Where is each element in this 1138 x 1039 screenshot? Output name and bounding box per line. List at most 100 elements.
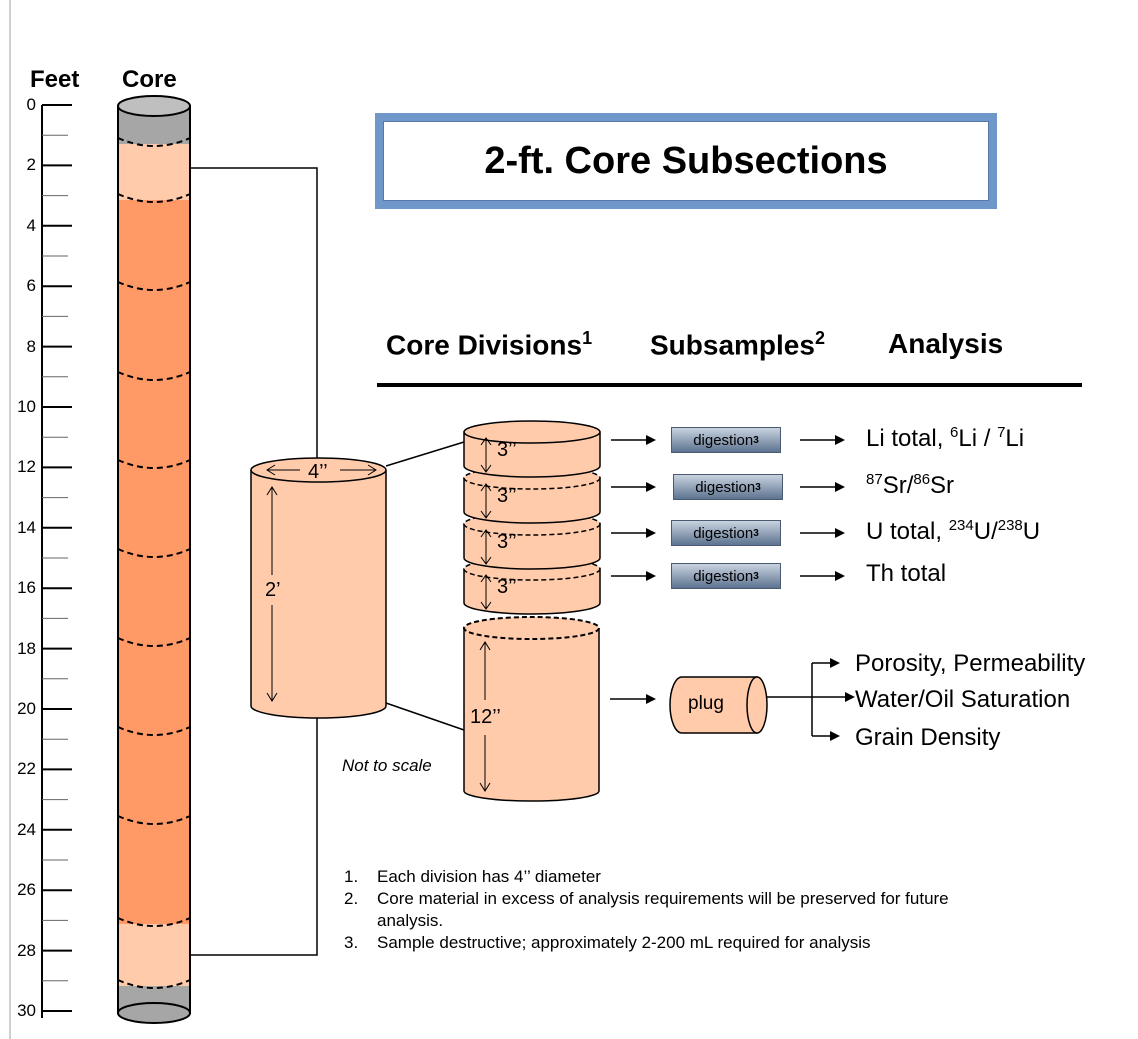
section-top: [463, 616, 600, 640]
depth-label: 6: [26, 276, 36, 296]
footnote-2-text: Core material in excess of analysis requ…: [377, 889, 949, 908]
isotope-mass: 238: [997, 517, 1023, 534]
core-light-top: [119, 144, 189, 200]
footnote-3-text: Sample destructive; approximately 2-200 …: [377, 933, 871, 952]
feet-header: Feet: [30, 66, 80, 93]
digestion-label: digestion: [693, 567, 754, 585]
depth-label: 22: [17, 759, 36, 779]
digestion-sup: 3: [755, 481, 761, 493]
header-core-divisions: Core Divisions1: [386, 328, 592, 361]
result-text: U: [1022, 518, 1041, 545]
section-body: [464, 628, 599, 791]
depth-label: 28: [17, 940, 36, 960]
isotope-mass: 86: [913, 471, 931, 488]
digestion-to-result-arrow-head: [835, 435, 845, 445]
disc-label: 3’’: [497, 576, 517, 598]
disc-body: [463, 523, 601, 570]
page-title: 2-ft. Core Subsections: [484, 139, 888, 182]
connector-to-discs: [385, 441, 465, 467]
footnote-1-text: Each division has 4’’ diameter: [377, 867, 601, 886]
plug-result-saturation: Water/Oil Saturation: [855, 686, 1071, 713]
twelve-inch-cylinder: [463, 616, 600, 802]
disc-arrowhead: [480, 601, 492, 610]
diameter-label: 4’’: [308, 461, 328, 483]
disc-arrowhead: [480, 437, 492, 446]
title-inner: 2-ft. Core Subsections: [383, 121, 989, 201]
depth-label: 12: [17, 457, 36, 477]
section-to-plug-arrow-head: [646, 694, 656, 704]
result-text: Th total: [866, 560, 947, 587]
depth-label: 8: [26, 336, 36, 356]
digestion-to-result-arrow-head: [835, 528, 845, 538]
length-arrowhead-top: [266, 486, 278, 496]
footnote-2-num: 2.: [344, 889, 359, 908]
header-subsamples-text: Subsamples: [650, 329, 815, 361]
depth-label: 30: [17, 1001, 36, 1020]
disc-to-digestion-arrow-head: [646, 571, 656, 581]
plug-body: [669, 676, 758, 734]
disc-label: 3’’: [497, 531, 517, 553]
depth-label: 2: [26, 155, 36, 175]
header-core-divisions-text: Core Divisions: [386, 329, 583, 361]
length-arrowhead-bottom: [266, 692, 278, 702]
disc-label: 3’’: [497, 485, 517, 507]
result-text: Li total,: [866, 425, 951, 452]
disc-arrowhead: [480, 483, 492, 492]
result-text: Sr/: [882, 472, 914, 499]
footnote-3-num: 3.: [344, 933, 359, 952]
digestion-label: digestion: [693, 524, 754, 542]
cylinder-bottom: [250, 705, 387, 719]
digestion-label: digestion: [693, 431, 754, 449]
connector-to-plug-section: [385, 702, 465, 731]
analysis-result: Th total: [866, 560, 946, 588]
analysis-result: Li total, 6Li / 7Li: [866, 424, 1024, 453]
flow-arrows: [610, 435, 845, 704]
plug-branch-arrows: [767, 658, 855, 741]
diameter-arrowhead-right: [367, 464, 377, 476]
result-text: U/: [973, 518, 998, 545]
depth-label: 26: [17, 880, 36, 900]
result-text: U total,: [866, 518, 949, 545]
digestion-to-result-arrow-head: [835, 571, 845, 581]
analysis-result: 87Sr/86Sr: [866, 471, 954, 500]
disc-label: 3’’: [497, 439, 517, 461]
result-text: Li /: [958, 425, 998, 452]
digestion-to-result-arrow-head: [835, 482, 845, 492]
isotope-mass: 234: [948, 517, 974, 534]
disc-arrowhead: [480, 574, 492, 583]
header-core-divisions-sup: 1: [582, 328, 593, 348]
disc-to-digestion-arrow-head: [646, 528, 656, 538]
section-arrowhead-bottom: [479, 782, 491, 792]
footnotes: 1. Each division has 4’’ diameter 2. Core …: [344, 866, 949, 954]
disc-stack: [463, 420, 601, 615]
disc-to-digestion-arrow-head: [646, 435, 656, 445]
depth-label: 10: [17, 397, 36, 416]
title-box: 2-ft. Core Subsections: [375, 113, 997, 209]
core-column: [117, 95, 191, 1024]
disc-body: [463, 431, 601, 478]
footnote-1: 1. Each division has 4’’ diameter: [344, 866, 949, 888]
footnote-2-cont: analysis.: [344, 910, 949, 932]
length-label: 2’: [265, 579, 281, 601]
bracket-connector-bottom: [190, 718, 318, 956]
core-bottom-ellipse: [117, 1002, 191, 1024]
isotope-mass: 7: [997, 424, 1006, 441]
core-body: [117, 105, 191, 1014]
depth-label: 14: [17, 517, 36, 537]
disc-to-digestion-arrow-head: [646, 482, 656, 492]
result-text: Sr: [930, 472, 955, 499]
plug-end: [746, 676, 768, 734]
footnote-1-num: 1.: [344, 867, 359, 886]
disc-arrowhead: [480, 556, 492, 565]
plug-result-density: Grain Density: [855, 724, 1001, 751]
disc-body: [463, 568, 601, 615]
plug-result-porosity: Porosity, Permeability: [855, 650, 1086, 677]
section-length-label: 12’’: [470, 706, 501, 728]
depth-label: 18: [17, 638, 36, 658]
section-arrowhead-top: [479, 641, 491, 651]
header-analysis: Analysis: [888, 328, 1004, 359]
digestion-sup: 3: [753, 527, 759, 539]
